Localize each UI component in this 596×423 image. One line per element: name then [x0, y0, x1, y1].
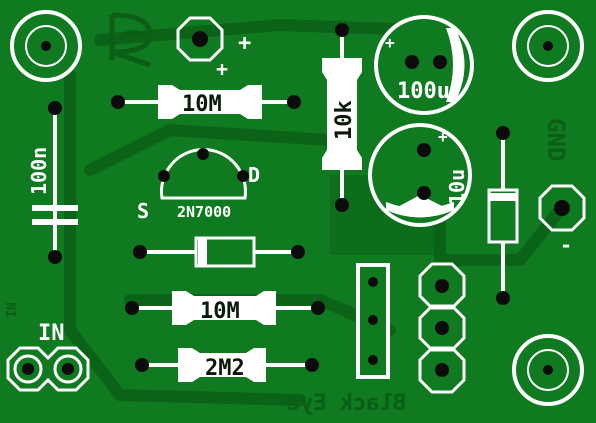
mounting-hole-bottom-right [512, 334, 584, 406]
resistor-10m-top [111, 85, 301, 119]
diode-middle [133, 236, 305, 268]
pad-stack-3 [435, 363, 449, 377]
plus-100u: + [385, 33, 395, 52]
plus-10u: + [438, 127, 448, 146]
resistor-10k [322, 23, 362, 212]
label-pin-d: D [248, 163, 260, 187]
capacitor-10u [368, 123, 472, 227]
pads-octagon-stack [418, 262, 466, 394]
resistor-2m2 [135, 348, 319, 382]
label-in-faint: IN [5, 302, 20, 318]
mounting-hole-top-right [512, 10, 584, 82]
resistor-10m-mid [125, 291, 325, 325]
label-gnd: GND [542, 118, 570, 161]
mounting-hole-top-left [10, 10, 82, 82]
label-10m-top: 10M [182, 92, 222, 117]
pad-octagon-top [176, 16, 224, 62]
label-2n7000: 2N7000 [177, 203, 231, 221]
label-2m2: 2M2 [205, 356, 245, 381]
pad-stack-1 [435, 279, 449, 293]
label-100n: 100n [27, 147, 51, 195]
pad-octagon-minus [538, 184, 586, 232]
pad-stack-2 [435, 321, 449, 335]
minus-label: - [560, 233, 572, 257]
label-in: IN [38, 321, 65, 346]
label-10m-mid: 10M [200, 299, 240, 324]
trace-middle [84, 124, 336, 176]
label-10k: 10k [332, 100, 357, 140]
input-pad-2 [62, 363, 74, 375]
input-connector [6, 346, 90, 392]
trace-top [94, 19, 426, 46]
capacitor-100u [374, 15, 474, 115]
header-3pin [356, 263, 390, 379]
label-100u: 100u [397, 79, 450, 104]
input-pad-1 [22, 363, 34, 375]
mirrored-logo [109, 12, 153, 68]
label-black-eye: Black Eye [287, 391, 406, 416]
plus-top: + [238, 31, 251, 56]
plus-10m: + [216, 57, 228, 81]
capacitor-100n [32, 101, 78, 264]
label-10u: 10u [445, 169, 469, 205]
diode-right [487, 126, 519, 305]
label-pin-s: S [137, 199, 149, 223]
transistor-2n7000 [158, 148, 249, 200]
trace-left-loop [64, 69, 306, 406]
